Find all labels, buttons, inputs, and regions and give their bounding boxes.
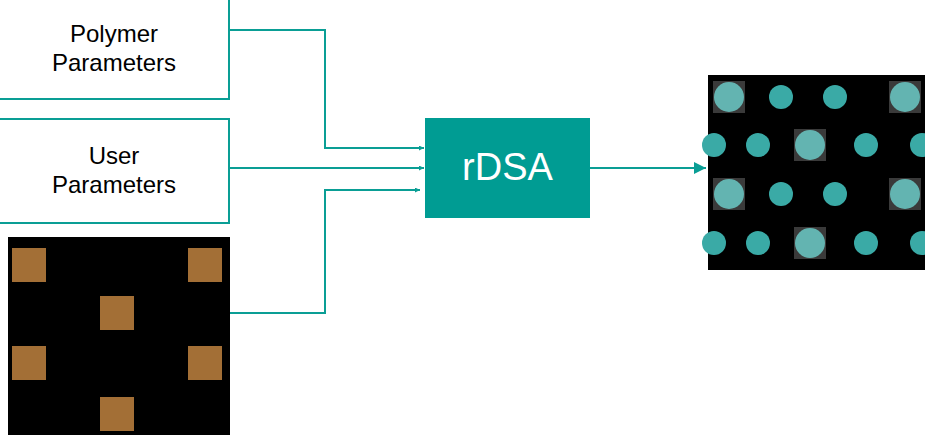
parameter-box: Polymer Parameters (0, 0, 230, 100)
pattern-dot (714, 179, 744, 209)
output-wire (590, 167, 706, 169)
pattern-dot (746, 231, 770, 255)
pattern-dot (714, 82, 744, 112)
pattern-dot (795, 228, 825, 258)
guide-square (713, 178, 745, 210)
pattern-dot (769, 85, 793, 109)
pattern-dot (890, 179, 920, 209)
pattern-dot (702, 133, 726, 157)
input-template-image (8, 237, 230, 435)
pattern-ground (708, 75, 925, 270)
pattern-dot (746, 133, 770, 157)
parameter-box: User Parameters (0, 118, 230, 224)
pattern-dot (795, 130, 825, 160)
template-ground (8, 237, 230, 435)
template-squares (12, 248, 222, 431)
pattern-dot (854, 133, 878, 157)
process-box: rDSA (425, 118, 590, 218)
pattern-dot (769, 182, 793, 206)
guide-square (713, 81, 745, 113)
node-label: Polymer Parameters (39, 20, 189, 78)
connector-arrow (230, 167, 424, 169)
node-label: rDSA (462, 145, 553, 191)
output-pattern-image (702, 75, 925, 270)
input-wire (230, 190, 420, 313)
guide-square (889, 81, 921, 113)
pattern-dot (854, 231, 878, 255)
pattern-dot (910, 133, 925, 157)
guide-square (794, 129, 826, 161)
pattern-dot (823, 182, 847, 206)
pattern-dots (702, 81, 925, 259)
pattern-dot (910, 231, 925, 255)
pattern-dot (890, 82, 920, 112)
connector-arrow (230, 30, 424, 148)
node-label: User Parameters (39, 142, 189, 200)
guide-square (794, 227, 826, 259)
pattern-dot (823, 85, 847, 109)
guide-square (889, 178, 921, 210)
pattern-dot (702, 231, 726, 255)
